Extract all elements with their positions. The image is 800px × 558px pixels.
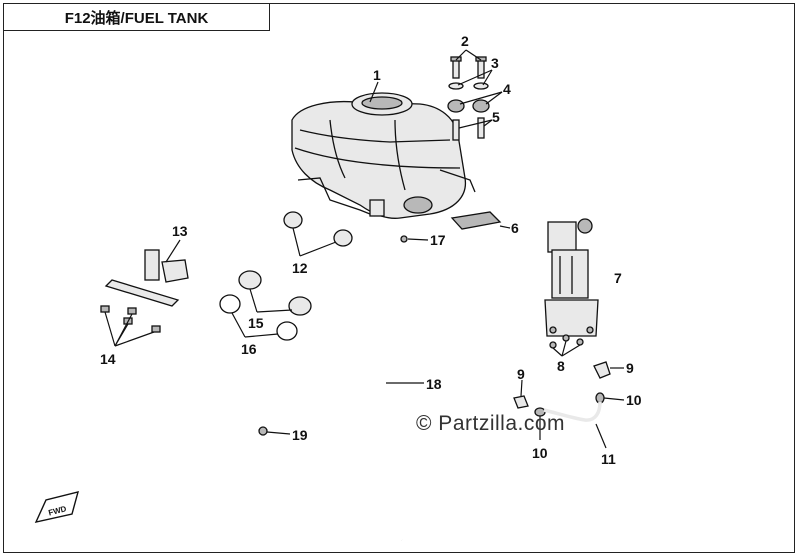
watermark: © Partzilla.com	[416, 412, 566, 435]
fuel-pump[interactable]	[544, 218, 599, 337]
page-title: F12油箱/FUEL TANK	[4, 4, 270, 31]
collar-5b[interactable]	[477, 117, 485, 139]
grommet-4a[interactable]	[447, 99, 465, 113]
cap-seal-15b[interactable]	[288, 296, 312, 316]
callout-6: 6	[511, 220, 519, 236]
callout-5: 5	[492, 109, 500, 125]
fitting-9a[interactable]	[593, 361, 611, 379]
bolt-14d[interactable]	[151, 325, 161, 333]
screw-8c[interactable]	[576, 338, 584, 346]
callout-1: 1	[373, 67, 381, 83]
screw-8b[interactable]	[562, 334, 570, 342]
callout-18: 18	[426, 376, 442, 392]
fuel-tank[interactable]	[291, 92, 476, 219]
clip-17[interactable]	[400, 235, 408, 243]
bolt-19[interactable]	[258, 426, 268, 436]
ring-16b[interactable]	[276, 321, 298, 341]
fuel-gauge-sender[interactable]	[104, 249, 189, 307]
clamp-10a[interactable]	[595, 392, 605, 404]
callout-11: 11	[601, 451, 616, 467]
callout-10a: 10	[626, 392, 642, 408]
ring-16a[interactable]	[219, 294, 241, 314]
callout-2: 2	[461, 33, 469, 49]
callout-4: 4	[503, 81, 511, 97]
cap-seal-15a[interactable]	[238, 270, 262, 290]
bolt-2a[interactable]	[450, 56, 462, 79]
mount-12a[interactable]	[283, 211, 303, 229]
tank-bracket	[297, 177, 385, 217]
callout-12: 12	[292, 260, 308, 276]
grommet-4b[interactable]	[472, 99, 490, 113]
tank-pad[interactable]	[450, 211, 502, 230]
callout-10b: 10	[532, 445, 548, 461]
callout-19: 19	[292, 427, 308, 443]
mount-12b[interactable]	[333, 229, 353, 247]
bolt-14c[interactable]	[127, 307, 137, 315]
collar-5a[interactable]	[452, 119, 460, 141]
callout-13: 13	[172, 223, 188, 239]
callout-9a: 9	[626, 360, 634, 376]
callout-9b: 9	[517, 366, 525, 382]
callout-15: 15	[248, 315, 264, 331]
bolt-14a[interactable]	[100, 305, 110, 313]
callout-16: 16	[241, 341, 257, 357]
washer-3b[interactable]	[473, 82, 489, 90]
screw-8a[interactable]	[549, 341, 557, 349]
diagram-frame	[3, 3, 795, 553]
forward-arrow-icon: FWD	[34, 491, 79, 523]
callout-17: 17	[430, 232, 446, 248]
callout-3: 3	[491, 55, 499, 71]
callout-14: 14	[100, 351, 116, 367]
callout-8: 8	[557, 358, 565, 374]
fitting-9b[interactable]	[513, 395, 529, 409]
callout-7: 7	[614, 270, 622, 286]
